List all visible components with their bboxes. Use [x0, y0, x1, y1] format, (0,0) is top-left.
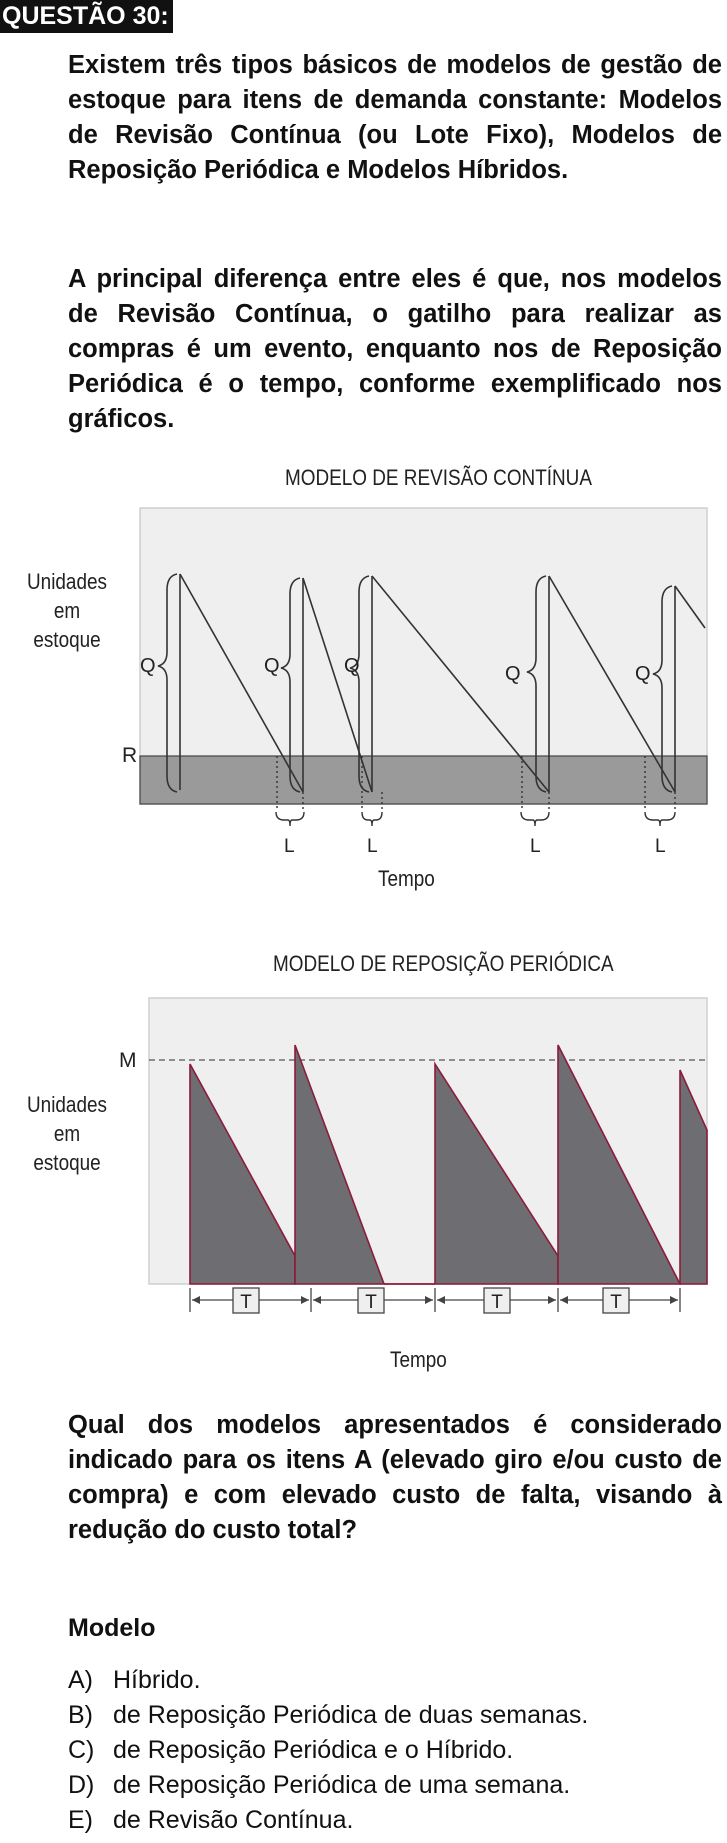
option-letter: B): [68, 1701, 93, 1729]
option-d[interactable]: D) de Reposição Periódica de uma semana.: [68, 1768, 588, 1803]
option-letter: D): [68, 1771, 95, 1799]
chart1-q-label: Q: [635, 663, 651, 685]
chart1-reorder-label: R: [122, 744, 137, 767]
chart2-period-box: [483, 1287, 511, 1314]
chart1-q-label: Q: [505, 663, 521, 685]
option-text: de Revisão Contínua.: [113, 1806, 354, 1834]
chart1-title: MODELO DE REVISÃO CONTÍNUA: [285, 465, 592, 490]
option-text: de Reposição Periódica e o Híbrido.: [113, 1736, 514, 1764]
chart1-ylabel-line: Unidades: [27, 569, 107, 594]
chart2-arrowhead: [313, 1296, 321, 1304]
chart1-depletion-line: [371, 575, 550, 793]
option-a[interactable]: A) Híbrido.: [68, 1663, 588, 1698]
chart2-period-box: [602, 1287, 630, 1314]
chart1-lead-brace: [520, 811, 550, 827]
options-label: Modelo: [68, 1614, 156, 1642]
option-c[interactable]: C) de Reposição Periódica e o Híbrido.: [68, 1733, 588, 1768]
chart2-inventory-area: [679, 1069, 708, 1285]
chart2-ylabel: Unidades em estoque: [11, 1090, 123, 1177]
chart1-continuous-review: R Q Q Q Q Q: [122, 507, 708, 857]
difference-paragraph: A principal diferença entre eles é que, …: [68, 265, 722, 433]
chart1-q-brace: [349, 575, 370, 793]
chart1-depletion-line: [302, 577, 373, 793]
option-text: Híbrido.: [113, 1666, 201, 1694]
chart2-arrowhead: [301, 1296, 309, 1304]
chart1-inventory-line: [179, 573, 706, 793]
chart2-periodic-review: M T T T T: [119, 997, 708, 1314]
chart1-depletion-line: [674, 585, 706, 629]
option-letter: C): [68, 1736, 95, 1764]
chart2-arrowhead: [560, 1296, 568, 1304]
chart1-l-label: L: [284, 836, 295, 857]
chart1-q-brace: [280, 577, 301, 793]
chart1-ylabel-line: em: [53, 598, 81, 623]
chart2-arrowhead: [670, 1296, 678, 1304]
option-text: de Reposição Periódica de duas semanas.: [113, 1701, 589, 1729]
chart1-q-brace: [526, 575, 547, 793]
chart2-arrowhead: [192, 1296, 200, 1304]
chart1-ylabel: Unidades em estoque: [11, 567, 123, 654]
chart2-t-label: T: [240, 1292, 252, 1313]
chart1-q-label: Q: [344, 655, 360, 677]
option-letter: A): [68, 1666, 93, 1694]
chart2-inventory-area: [294, 1044, 386, 1285]
chart2-ylabel-line: em: [53, 1121, 81, 1146]
option-text: de Reposição Periódica de uma semana.: [113, 1771, 571, 1799]
chart2-arrowhead: [437, 1296, 445, 1304]
chart1-l-label: L: [655, 836, 666, 857]
chart1-lead-brace: [361, 811, 383, 827]
chart2-t-label: T: [491, 1292, 503, 1313]
chart2-arrowhead: [425, 1296, 433, 1304]
chart1-l-label: L: [530, 836, 541, 857]
chart1-q-label: Q: [264, 655, 280, 677]
chart1-xlabel: Tempo: [378, 866, 435, 891]
question-prompt: Qual dos modelos apresentados é consider…: [68, 1411, 722, 1544]
chart2-max-label: M: [119, 1049, 137, 1072]
question-title: QUESTÃO 30:: [0, 0, 173, 33]
chart2-period-box: [357, 1287, 385, 1314]
chart2-period-box: [232, 1287, 260, 1314]
chart1-lead-brace: [275, 811, 305, 827]
chart2-arrowhead: [548, 1296, 556, 1304]
chart1-q-brace: [652, 585, 673, 793]
intro-paragraph: Existem três tipos básicos de modelos de…: [68, 51, 722, 184]
option-b[interactable]: B) de Reposição Periódica de duas semanas…: [68, 1698, 588, 1733]
chart1-lead-brace: [644, 811, 676, 827]
chart1-safety-band: [139, 755, 708, 805]
chart1-q-brace: [157, 573, 178, 793]
chart2-t-label: T: [610, 1292, 622, 1313]
chart1-ylabel-line: estoque: [33, 627, 101, 652]
chart1-plot-area: [139, 507, 708, 805]
option-e[interactable]: E) de Revisão Contínua.: [68, 1803, 588, 1838]
chart2-title: MODELO DE REPOSIÇÃO PERIÓDICA: [273, 951, 614, 976]
chart1-l-label: L: [367, 836, 378, 857]
option-letter: E): [68, 1806, 93, 1834]
chart2-ylabel-line: estoque: [33, 1150, 101, 1175]
chart2-t-label: T: [365, 1292, 377, 1313]
chart1-q-label: Q: [140, 655, 156, 677]
chart2-ylabel-line: Unidades: [27, 1092, 107, 1117]
chart1-depletion-line: [548, 575, 676, 793]
chart2-xlabel: Tempo: [390, 1347, 447, 1372]
chart1-depletion-line: [179, 573, 304, 793]
chart2-inventory-area: [557, 1044, 682, 1285]
answer-options: A) Híbrido. B) de Reposição Periódica de d…: [68, 1663, 588, 1838]
